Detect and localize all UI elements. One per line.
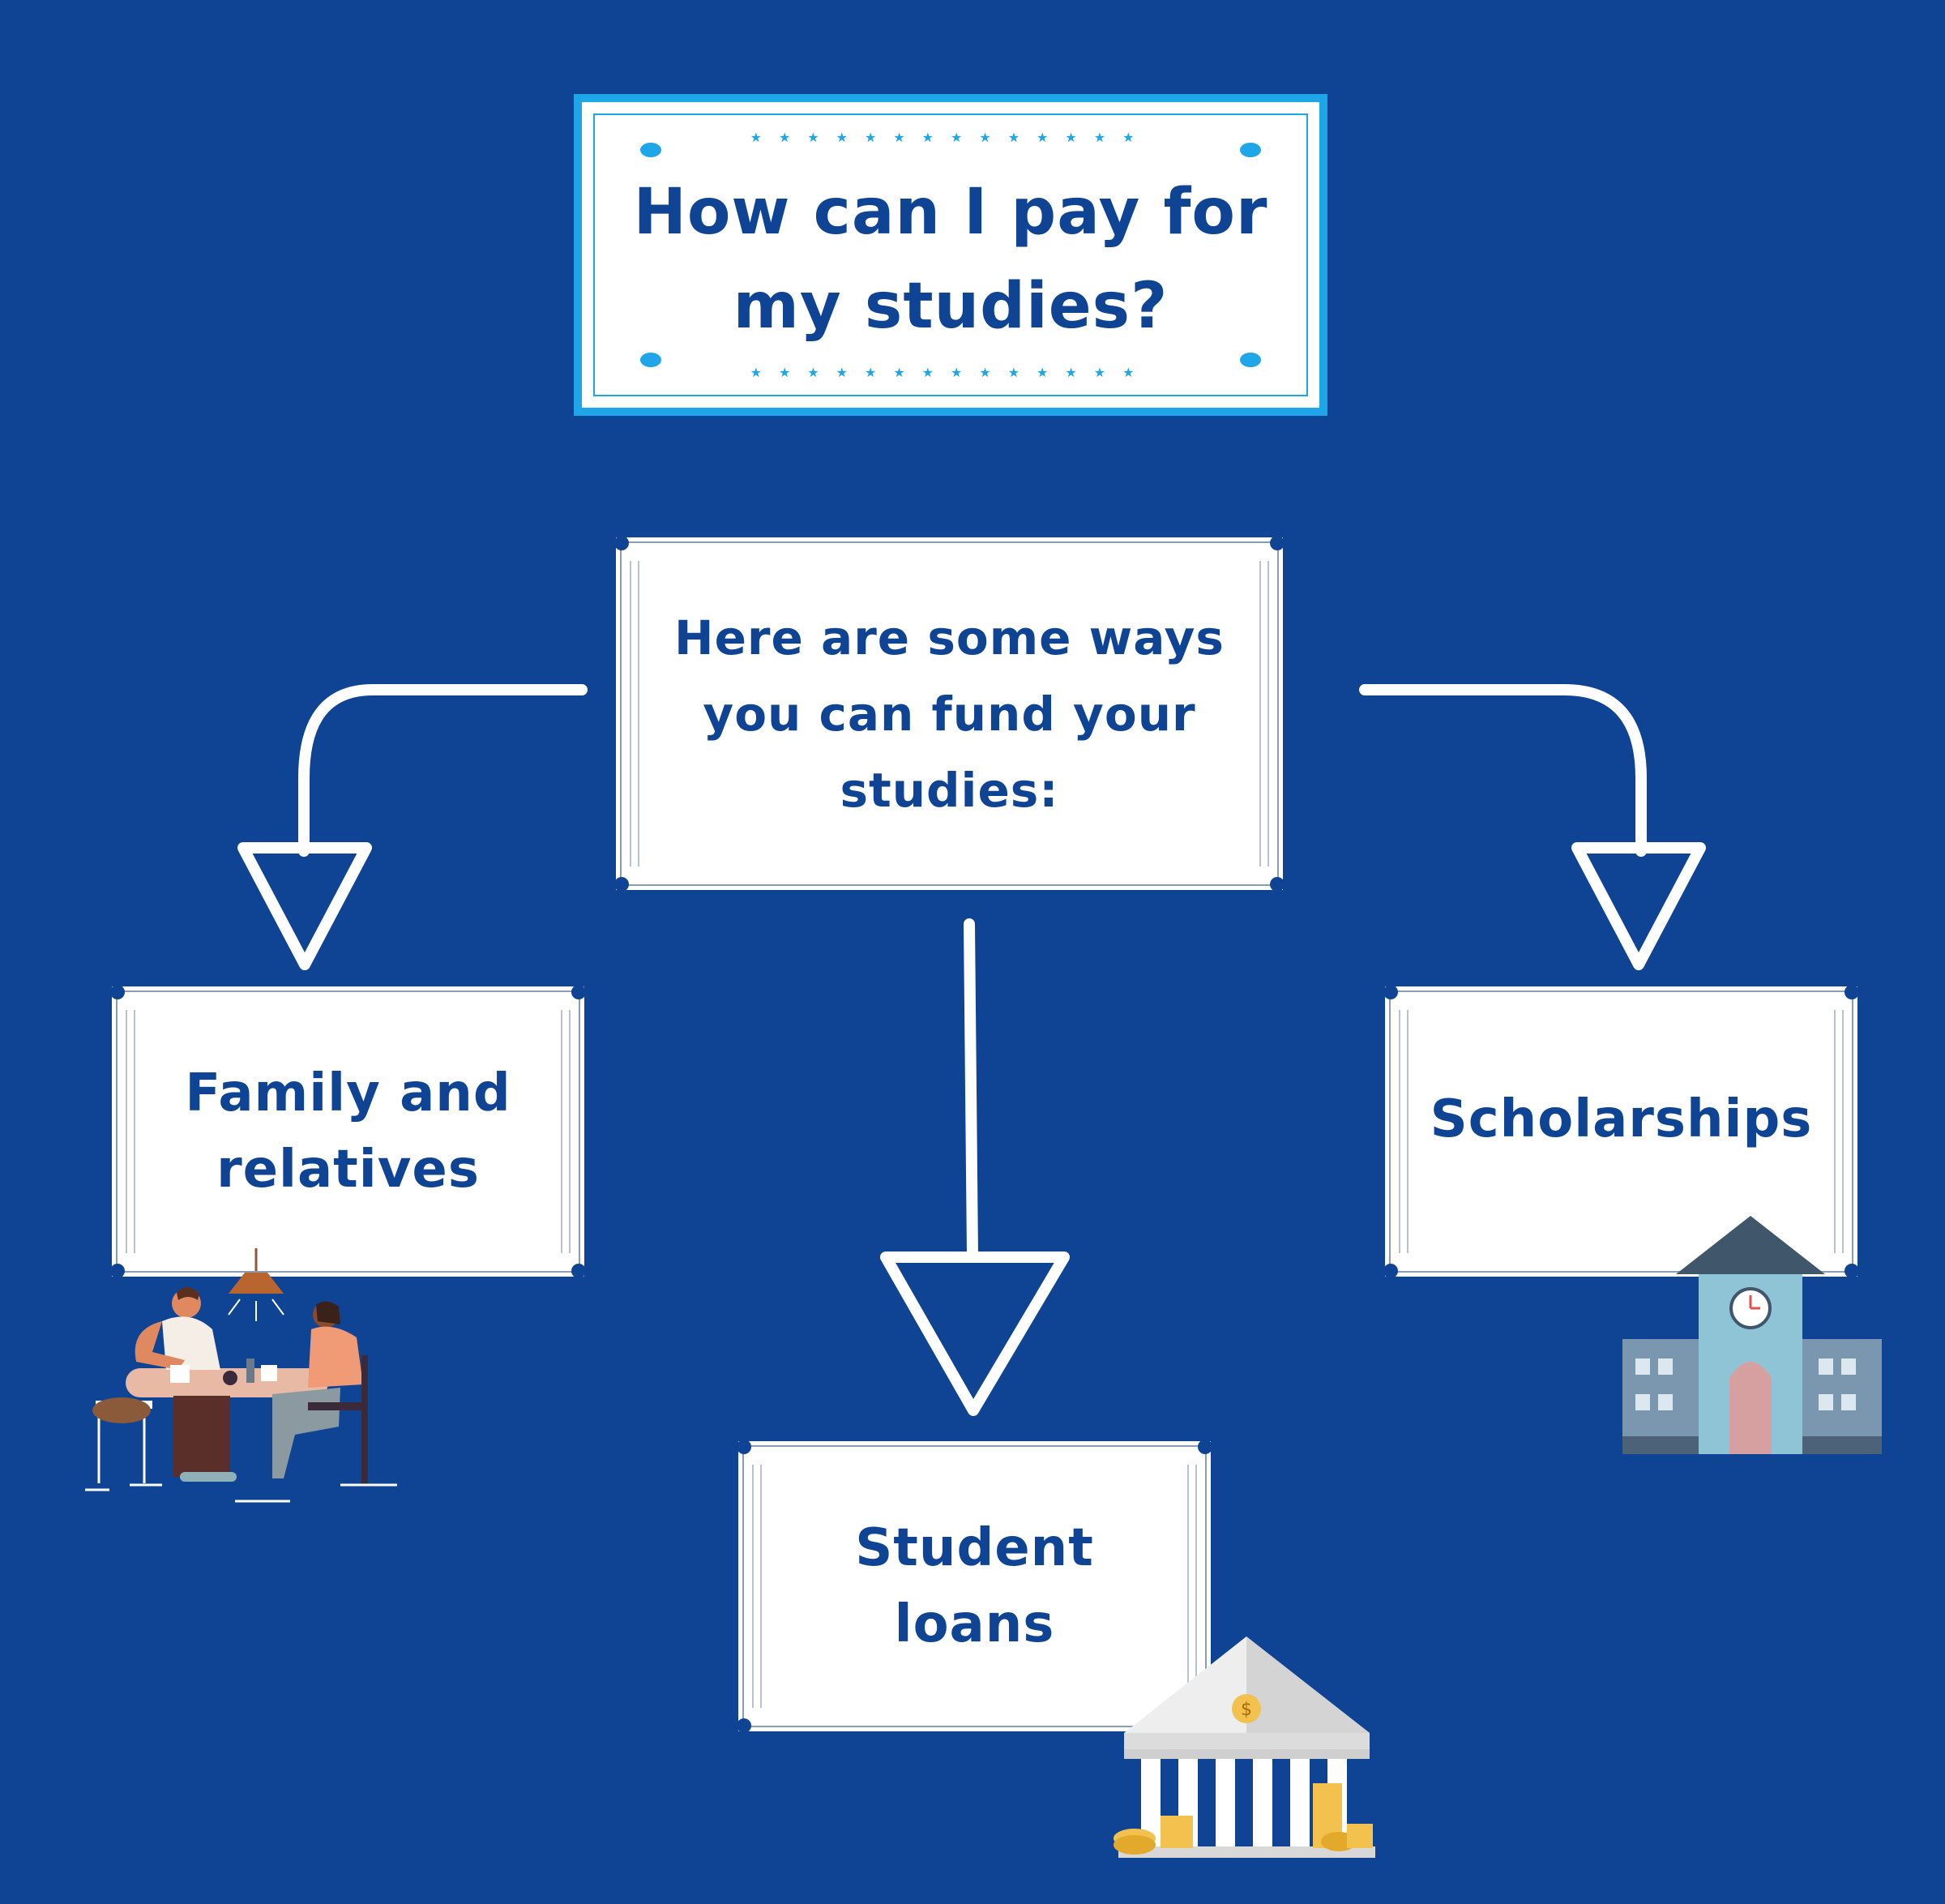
option-scholarships-box: Scholarships bbox=[1383, 985, 1859, 1278]
arrow-left-path bbox=[298, 684, 588, 857]
arrow-right-head bbox=[1571, 842, 1706, 970]
corner-tl bbox=[614, 536, 629, 550]
corner-bl bbox=[614, 877, 629, 892]
option-family-label: Family and relatives bbox=[185, 1063, 511, 1200]
title-dot-bl bbox=[640, 353, 661, 367]
corner-bl bbox=[1383, 1264, 1398, 1278]
title-inner-border bbox=[593, 113, 1308, 396]
corner-tl bbox=[110, 985, 125, 999]
intro-box: Here are some ways you can fund your stu… bbox=[614, 536, 1285, 892]
corner-br bbox=[1845, 1264, 1859, 1278]
page-title: How can I pay for my studies? bbox=[633, 175, 1268, 343]
title-dot-tr bbox=[1240, 143, 1261, 157]
arrow-right-path bbox=[1359, 684, 1647, 857]
title-box: ★★★★★★★★★★★★★★ ★★★★★★★★★★★★★★ How can I … bbox=[574, 94, 1327, 416]
corner-tr bbox=[571, 985, 586, 999]
title-stars-top: ★★★★★★★★★★★★★★ bbox=[750, 130, 1152, 145]
arrow-center-head bbox=[880, 1252, 1070, 1416]
arrow-center-path bbox=[964, 918, 978, 1262]
corner-tr bbox=[1270, 536, 1285, 550]
option-scholarships-label: Scholarships bbox=[1430, 1089, 1813, 1149]
title-stars-bottom: ★★★★★★★★★★★★★★ bbox=[750, 365, 1152, 380]
svg-text:$: $ bbox=[1241, 1700, 1252, 1720]
title-dot-tl bbox=[640, 143, 661, 157]
corner-tr bbox=[1845, 985, 1859, 999]
corner-br bbox=[571, 1264, 586, 1278]
corner-br bbox=[1270, 877, 1285, 892]
corner-tl bbox=[737, 1440, 751, 1454]
arrow-left-head bbox=[237, 842, 372, 970]
option-loans-label: Student loans bbox=[855, 1518, 1094, 1654]
option-loans-box: Student loans bbox=[737, 1440, 1212, 1733]
corner-tl bbox=[1383, 985, 1398, 999]
corner-tr bbox=[1198, 1440, 1212, 1454]
corner-bl bbox=[110, 1264, 125, 1278]
title-dot-br bbox=[1240, 353, 1261, 367]
intro-text: Here are some ways you can fund your stu… bbox=[674, 610, 1225, 818]
corner-bl bbox=[737, 1718, 751, 1733]
option-family-box: Family and relatives bbox=[110, 985, 586, 1278]
